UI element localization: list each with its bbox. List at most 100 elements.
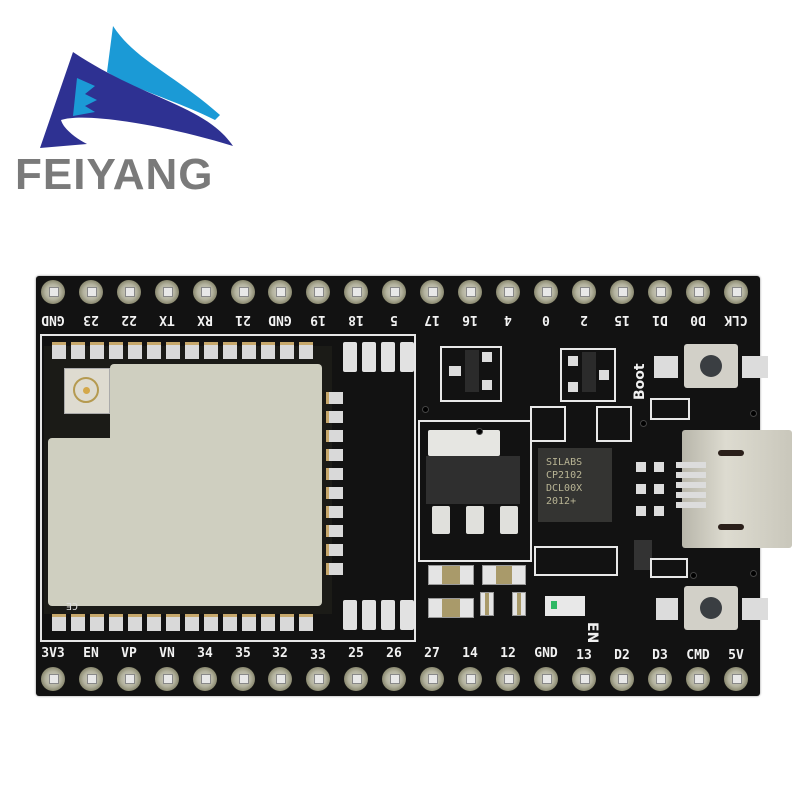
pad xyxy=(636,484,646,494)
pin-label: 5 xyxy=(390,312,398,327)
smd-resistor xyxy=(512,592,526,616)
header-pin xyxy=(306,280,330,304)
usb-pin xyxy=(676,472,706,478)
transistor-q1 xyxy=(465,350,479,392)
module-rf-shield-lower xyxy=(48,438,322,606)
micro-usb-port[interactable] xyxy=(682,430,792,548)
header-pin xyxy=(79,667,103,691)
header-pin xyxy=(344,280,368,304)
pad xyxy=(599,370,609,380)
pin-label: 4 xyxy=(504,312,512,327)
led-indicator xyxy=(551,601,557,609)
chip-model: CP2102 xyxy=(546,470,583,481)
header-pin xyxy=(382,280,406,304)
chip-brand: SILABS xyxy=(546,457,583,468)
boot-button[interactable] xyxy=(684,344,738,388)
header-pin xyxy=(231,667,255,691)
regulator-leg xyxy=(500,506,518,534)
pad xyxy=(654,484,664,494)
pin-label: 34 xyxy=(197,646,213,661)
pad xyxy=(654,356,678,378)
header-pin xyxy=(534,280,558,304)
header-pin xyxy=(155,667,179,691)
chip-date: 2012+ xyxy=(546,496,577,507)
capacitor-outline xyxy=(650,558,688,578)
header-pin xyxy=(193,280,217,304)
header-pin xyxy=(610,667,634,691)
header-pin xyxy=(496,667,520,691)
feiyang-logo xyxy=(15,20,245,200)
pin-label: VP xyxy=(121,646,137,661)
module-label: CE xyxy=(66,600,79,611)
pin-label: 35 xyxy=(235,646,251,661)
header-pin xyxy=(155,280,179,304)
header-pin xyxy=(79,280,103,304)
header-pin xyxy=(117,667,141,691)
pin-label: RX xyxy=(197,312,213,327)
header-pin xyxy=(117,280,141,304)
pin-label: D1 xyxy=(652,312,668,327)
header-pin xyxy=(686,280,710,304)
header-pin xyxy=(268,280,292,304)
en-label: EN xyxy=(584,622,600,644)
cp2102-chip: SILABS CP2102 DCL00X 2012+ xyxy=(538,448,612,522)
brand-name: FEIYANG xyxy=(15,150,214,199)
header-pin xyxy=(344,667,368,691)
regulator-tab xyxy=(428,430,500,456)
header-pin xyxy=(382,667,406,691)
header-pin xyxy=(420,280,444,304)
via xyxy=(750,410,757,417)
usb-slot xyxy=(718,524,744,530)
via xyxy=(422,406,429,413)
pad xyxy=(482,380,492,390)
pin-label: GND xyxy=(268,312,292,327)
usb-pin xyxy=(676,492,706,498)
en-button[interactable] xyxy=(684,586,738,630)
boot-label: Boot xyxy=(632,363,648,400)
pad xyxy=(636,506,646,516)
pin-label: 18 xyxy=(348,312,364,327)
pin-label: 22 xyxy=(121,312,137,327)
header-pin xyxy=(496,280,520,304)
pin-label: 33 xyxy=(310,648,326,663)
header-pin xyxy=(724,667,748,691)
pad xyxy=(654,506,664,516)
smd-capacitor xyxy=(428,598,474,618)
via xyxy=(476,428,483,435)
pin-label: GND xyxy=(534,646,558,661)
pin-label: 32 xyxy=(272,646,288,661)
pin-label: 16 xyxy=(462,312,478,327)
diode xyxy=(634,540,652,570)
pin-label: 25 xyxy=(348,646,364,661)
transistor-q1-outline xyxy=(440,346,502,402)
pad xyxy=(449,366,461,376)
pad xyxy=(742,356,768,378)
regulator-outline xyxy=(418,420,532,562)
usb-slot xyxy=(718,450,744,456)
pad xyxy=(742,598,768,620)
button-knob xyxy=(700,597,722,619)
via xyxy=(750,570,757,577)
pad xyxy=(568,382,578,392)
pad xyxy=(654,462,664,472)
pin-label: CLK xyxy=(724,312,748,327)
component-outline xyxy=(534,546,618,576)
pin-label: 2 xyxy=(580,312,588,327)
resistor-array xyxy=(530,406,566,442)
header-pin xyxy=(458,280,482,304)
via xyxy=(690,572,697,579)
transistor-q2 xyxy=(582,352,596,392)
button-knob xyxy=(700,355,722,377)
transistor-q2-outline xyxy=(560,348,616,402)
pin-label: 3V3 xyxy=(41,646,65,661)
pin-label: D3 xyxy=(652,648,668,663)
pin-label: 17 xyxy=(424,312,440,327)
power-led xyxy=(545,596,585,616)
header-pin xyxy=(610,280,634,304)
pad xyxy=(656,598,678,620)
header-pin xyxy=(193,667,217,691)
header-pin xyxy=(458,667,482,691)
smd-capacitor xyxy=(482,565,526,585)
ams1117-regulator xyxy=(426,456,520,504)
pin-label: 12 xyxy=(500,646,516,661)
